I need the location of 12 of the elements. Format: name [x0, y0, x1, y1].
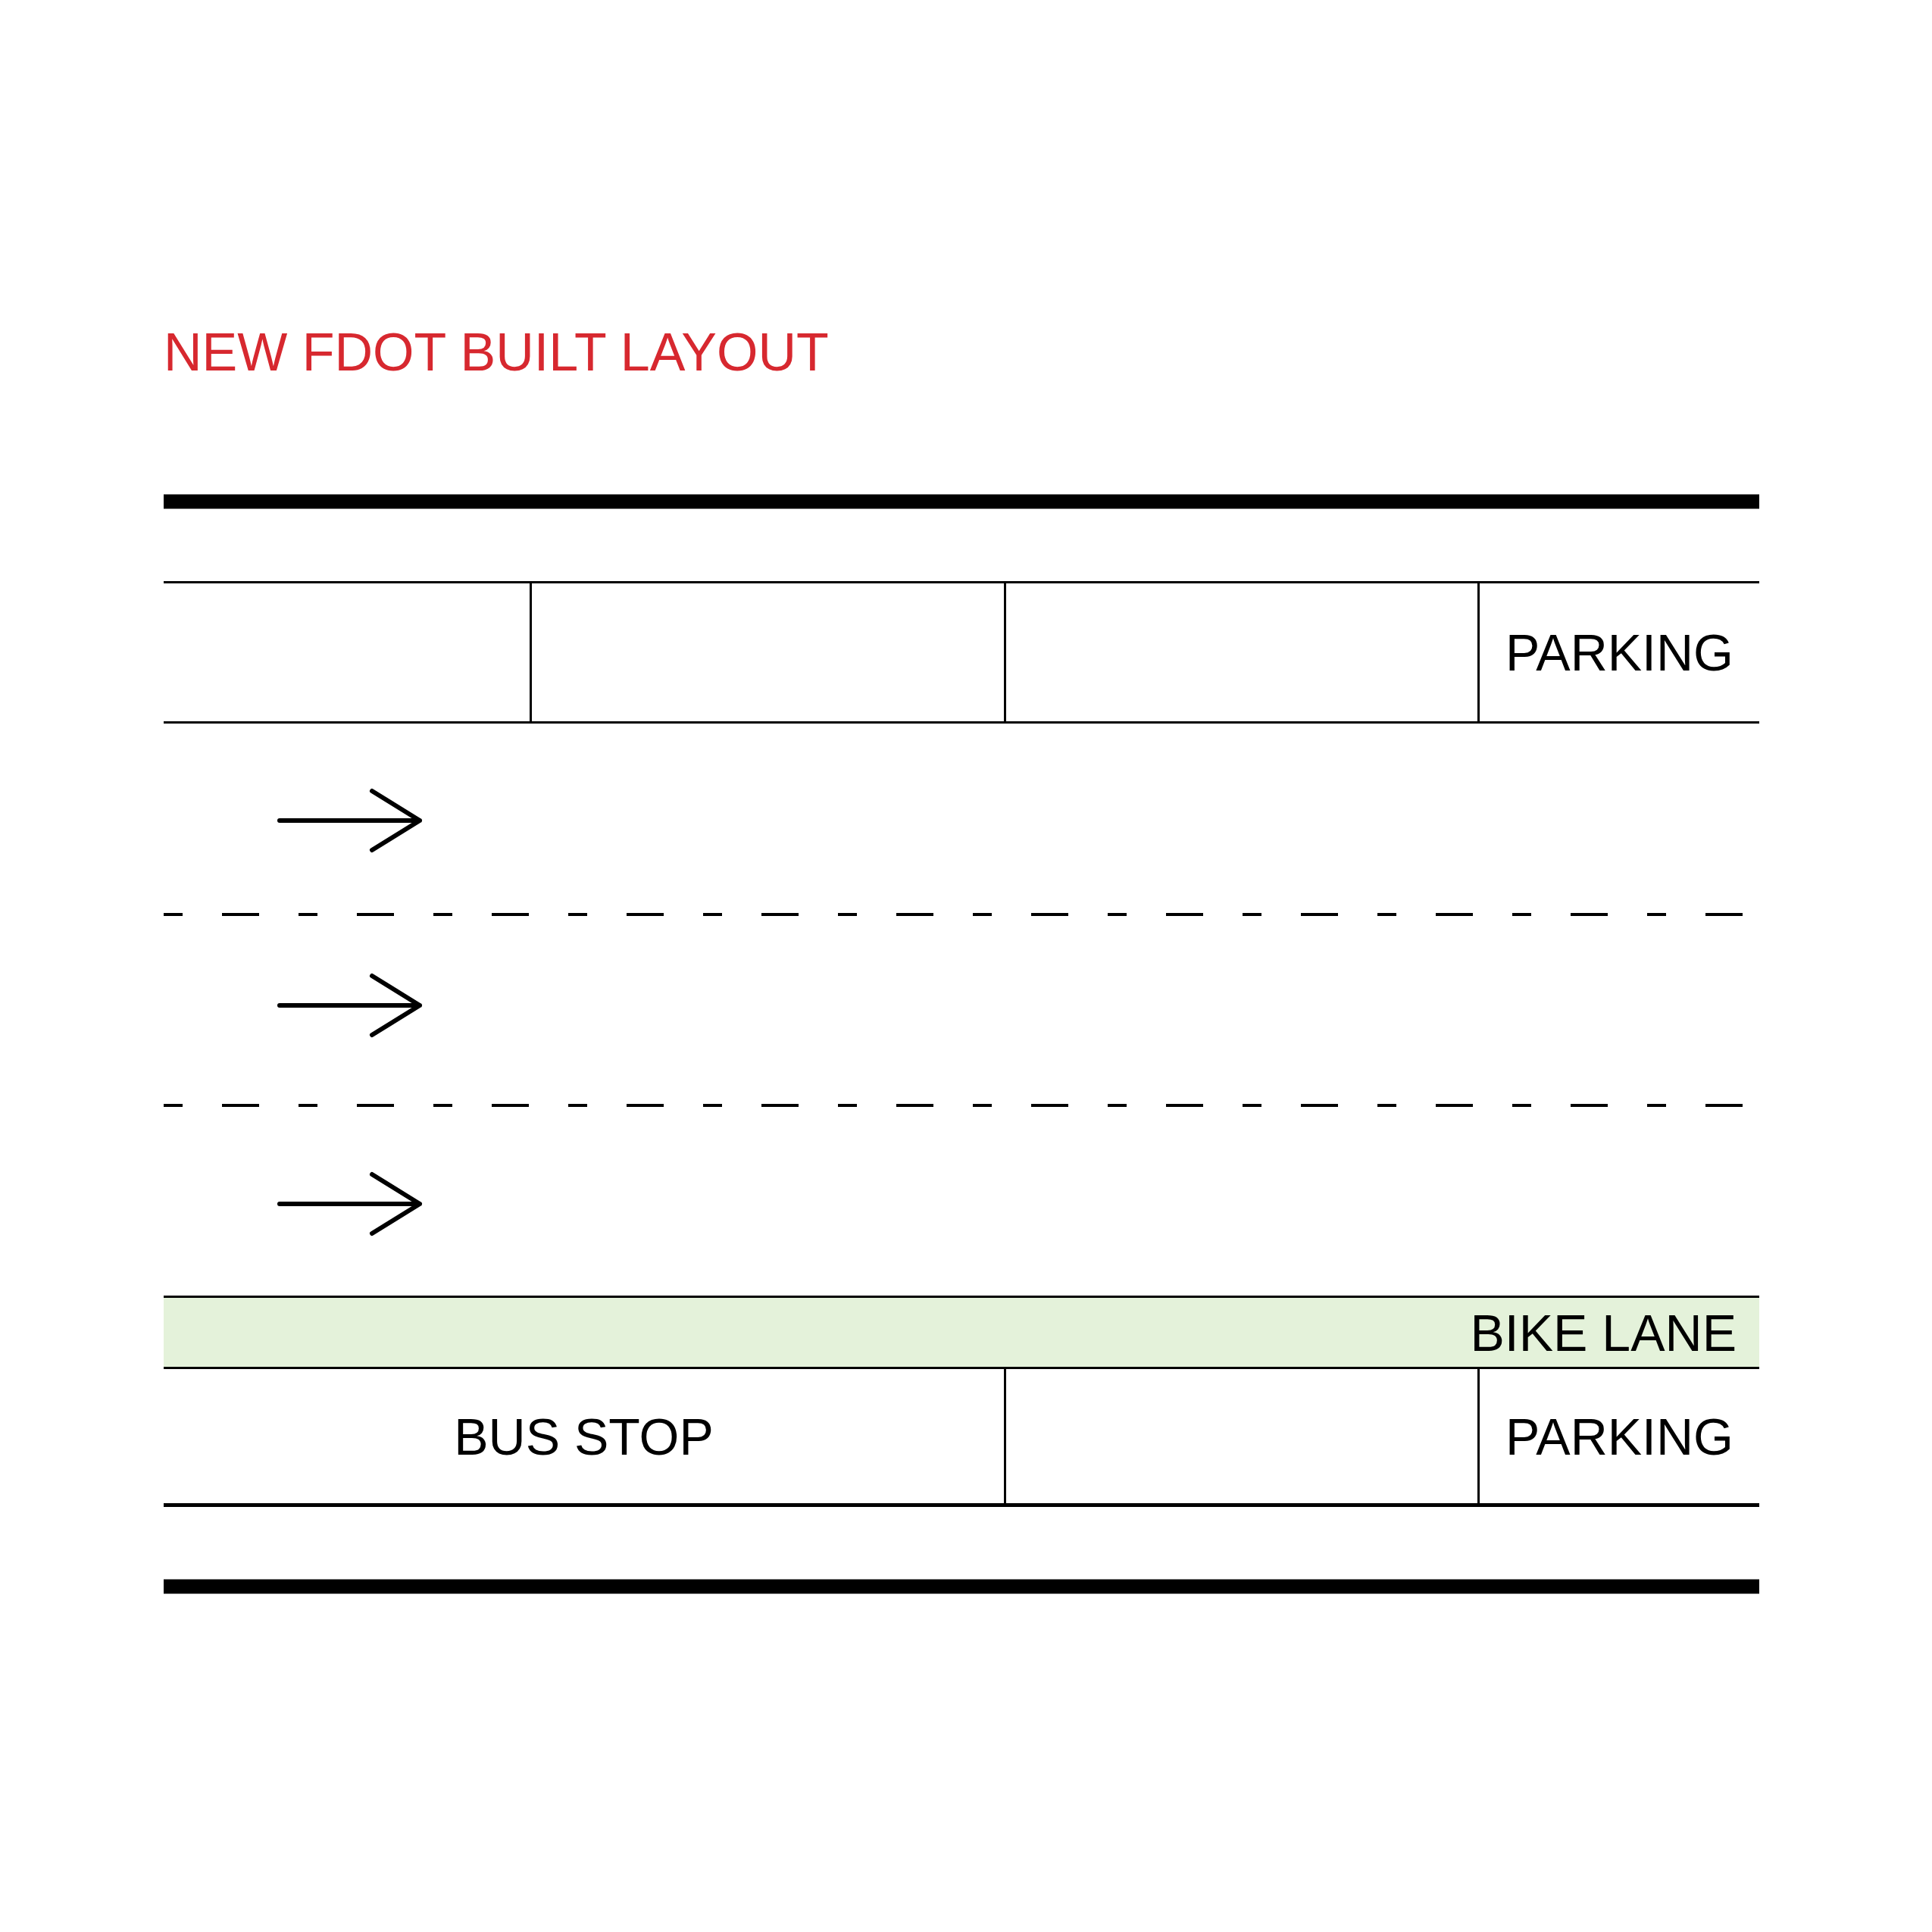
road-cell	[164, 581, 530, 724]
lane-label: BUS STOP	[454, 1406, 714, 1466]
road-cell	[1477, 1367, 1759, 1507]
road-cell	[1004, 581, 1477, 724]
road-cell	[530, 581, 1004, 724]
lane-label: BIKE LANE	[1470, 1302, 1737, 1362]
road-cell	[1477, 581, 1759, 724]
diagram-title: NEW FDOT BUILT LAYOUT	[164, 322, 829, 383]
lane-label: PARKING	[1505, 623, 1733, 682]
bike-lane-band	[164, 1296, 1759, 1369]
lane-label: PARKING	[1505, 1406, 1733, 1466]
road-cell	[1004, 1367, 1477, 1507]
